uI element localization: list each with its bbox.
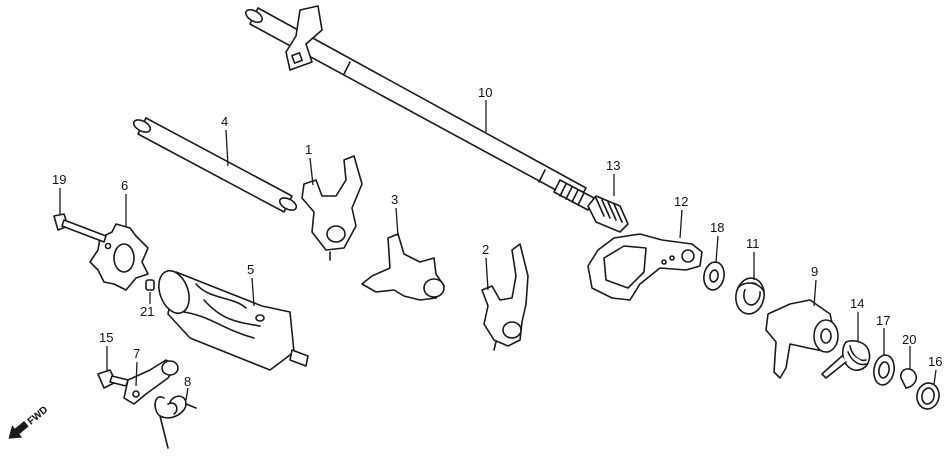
part-9-gearshift-arm bbox=[765, 299, 839, 379]
part-2-shift-fork bbox=[481, 243, 529, 351]
part-7-stopper-arm bbox=[123, 359, 179, 405]
leader-lines bbox=[59, 100, 937, 401]
callout-6: 6 bbox=[121, 178, 128, 193]
leader-8 bbox=[185, 387, 189, 401]
callout-15: 15 bbox=[99, 330, 113, 345]
part-15-bolt bbox=[97, 369, 129, 389]
leader-4 bbox=[225, 129, 229, 167]
part-19-bolt bbox=[53, 213, 107, 243]
callout-4: 4 bbox=[221, 114, 228, 129]
part-3-shift-fork bbox=[361, 233, 445, 301]
part-4-fork-shaft bbox=[132, 117, 298, 213]
callout-5: 5 bbox=[247, 262, 254, 277]
leader-7 bbox=[135, 361, 138, 387]
callout-21: 21 bbox=[140, 304, 154, 319]
callout-16: 16 bbox=[928, 354, 942, 369]
callout-20: 20 bbox=[902, 332, 916, 347]
part-20-circlip bbox=[899, 368, 918, 389]
leader-18 bbox=[715, 235, 719, 263]
callout-12: 12 bbox=[674, 194, 688, 209]
part-5-shift-drum bbox=[158, 269, 309, 371]
callout-14: 14 bbox=[850, 296, 864, 311]
callout-3: 3 bbox=[391, 192, 398, 207]
leader-12 bbox=[679, 209, 683, 239]
leader-1 bbox=[309, 157, 314, 186]
leader-3 bbox=[395, 207, 399, 237]
part-17-washer bbox=[873, 354, 895, 386]
part-10-gearshift-spindle bbox=[245, 5, 595, 211]
part-18-washer bbox=[703, 261, 725, 291]
callout-8: 8 bbox=[184, 374, 191, 389]
part-8-stopper-spring bbox=[154, 395, 197, 449]
callout-11: 11 bbox=[746, 236, 760, 251]
forward-direction-indicator: FWD bbox=[8, 404, 51, 439]
callout-1: 1 bbox=[305, 142, 312, 157]
part-21-dowel-pin bbox=[145, 279, 155, 291]
callout-19: 19 bbox=[52, 172, 66, 187]
fwd-label: FWD bbox=[26, 404, 51, 427]
part-13-return-spring bbox=[587, 195, 629, 233]
callout-17: 17 bbox=[876, 313, 890, 328]
callout-10: 10 bbox=[478, 85, 492, 100]
part-12-spindle-plate bbox=[587, 233, 703, 301]
part-1-shift-fork bbox=[301, 155, 363, 261]
arrow-left-icon bbox=[8, 420, 29, 439]
callout-numbers: 1 2 3 4 5 6 7 8 9 10 11 12 13 14 15 16 1… bbox=[52, 85, 942, 389]
leader-16 bbox=[933, 369, 937, 385]
callout-13: 13 bbox=[606, 158, 620, 173]
part-16-oil-seal bbox=[916, 382, 940, 410]
callout-9: 9 bbox=[811, 264, 818, 279]
leader-9 bbox=[813, 279, 817, 307]
callout-7: 7 bbox=[133, 346, 140, 361]
leader-5 bbox=[251, 277, 255, 307]
part-14-arm-spring bbox=[821, 340, 871, 379]
part-11-collar bbox=[735, 277, 765, 315]
callout-18: 18 bbox=[710, 220, 724, 235]
leader-2 bbox=[485, 257, 489, 291]
callout-2: 2 bbox=[482, 242, 489, 257]
